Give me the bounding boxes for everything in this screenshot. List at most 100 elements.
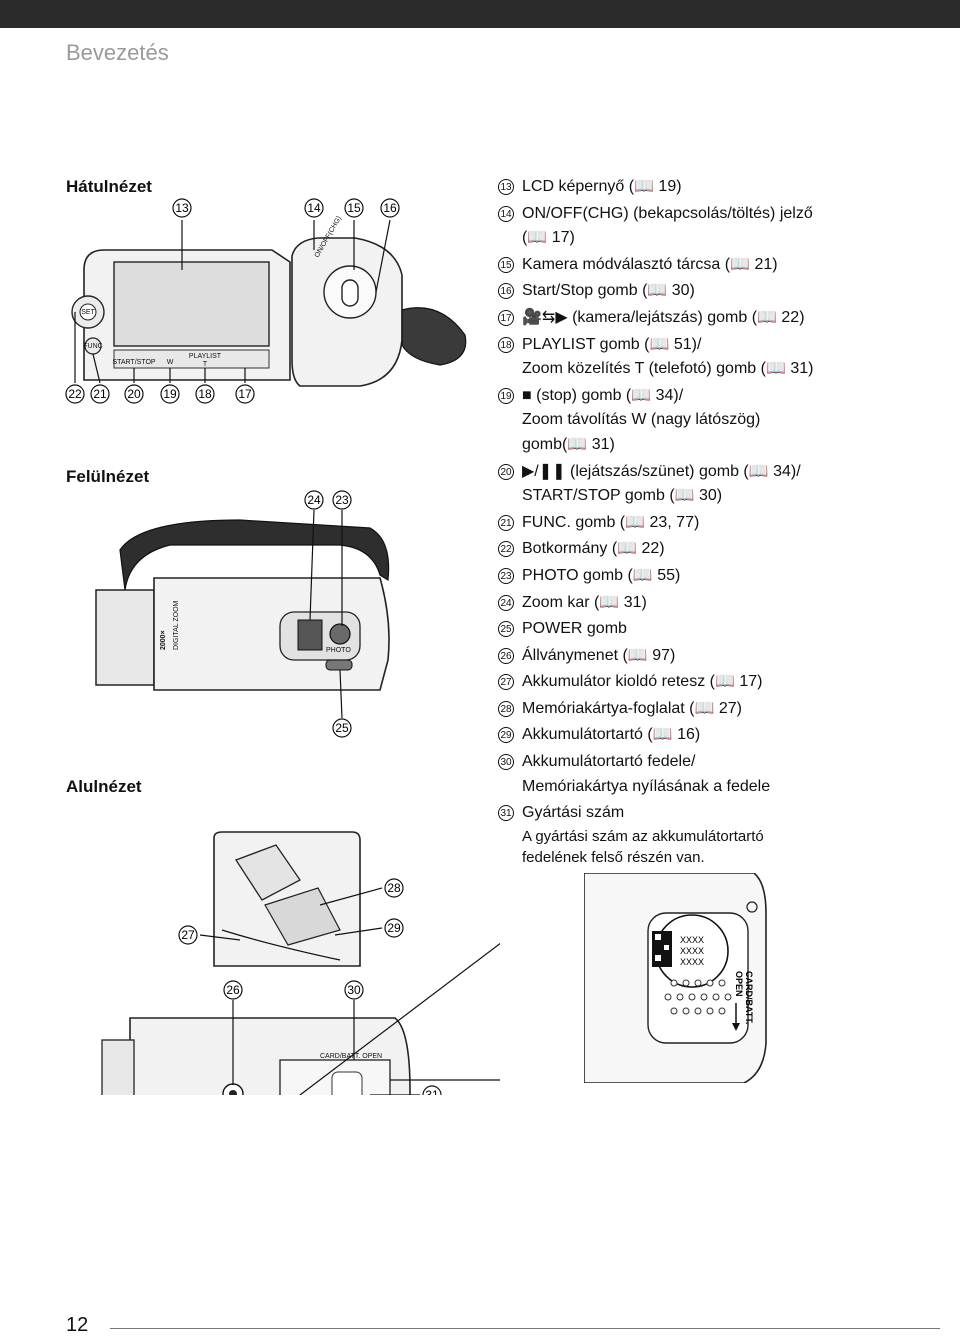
photo-button — [329, 623, 351, 645]
svg-text:22: 22 — [68, 387, 82, 401]
item-text: Gyártási szám — [522, 804, 625, 822]
parts-list-item: 17 🎥⇆▶ (kamera/lejátszás) gomb (📖 22) — [498, 306, 938, 331]
section-title: Bevezetés — [66, 40, 169, 65]
top-strap — [119, 519, 390, 591]
svg-text:24: 24 — [307, 493, 321, 507]
svg-text:23: 23 — [335, 493, 349, 507]
w-label: W — [167, 359, 174, 366]
serial-line-1: XXXX — [680, 935, 704, 945]
parts-list-item: 22 Botkormány (📖 22) — [498, 537, 938, 562]
item-text: PLAYLIST gomb (📖 51)/ — [522, 335, 702, 353]
hand-strap — [401, 307, 467, 366]
func-label: FUNC — [83, 343, 102, 350]
item-number: 20 — [498, 463, 514, 480]
parts-list-item: 19■ (stop) gomb (📖 34)/Zoom távolítás W … — [498, 384, 938, 458]
callout-26: 26 — [223, 980, 243, 1000]
callout-29: 29 — [384, 918, 404, 938]
t-label: T — [203, 361, 208, 368]
callout-25: 25 — [332, 718, 352, 738]
serial-line-2: XXXX — [680, 946, 704, 956]
start-stop-label: START/STOP — [112, 359, 156, 366]
callout-13: 13 — [172, 198, 192, 218]
page-number: 12 — [66, 1314, 89, 1336]
svg-text:21: 21 — [93, 387, 107, 401]
item-number: 15 — [498, 256, 514, 273]
callout-20: 20 — [124, 384, 144, 404]
item-number: 23 — [498, 567, 514, 584]
bottom-view-label: Alulnézet — [66, 777, 142, 796]
top-bar — [0, 0, 960, 28]
compartment-drawing — [213, 831, 361, 967]
item-text: ON/OFF(CHG) (bekapcsolás/töltés) jelző — [522, 204, 813, 222]
power-button — [325, 659, 353, 671]
callout-14: 14 — [304, 198, 324, 218]
serial-number-detail: XXXX XXXX XXXX CARD/BATT. OPEN — [584, 873, 776, 1083]
callout-23: 23 — [332, 490, 352, 510]
compartment-lid — [235, 844, 301, 901]
item-note: fedelének felső részén van. — [522, 848, 705, 866]
item-number: 22 — [498, 541, 514, 558]
set-label: SET — [81, 309, 95, 316]
item-text: Akkumulátortartó fedele/ — [522, 753, 696, 771]
callout-18: 18 — [195, 384, 215, 404]
parts-list-item: 30 Akkumulátortartó fedele/Memóriakártya … — [498, 750, 938, 799]
rear-view-drawing: SET FUNC START/STOP W PLAYLIST T ON/OFF(… — [71, 215, 467, 387]
open-label: OPEN — [734, 971, 744, 997]
svg-text:17: 17 — [238, 387, 252, 401]
svg-text:30: 30 — [347, 983, 361, 997]
callout-17: 17 — [235, 384, 255, 404]
photo-label: PHOTO — [326, 647, 351, 654]
camcorder-illustration: .c{fill:#fff;stroke:#111;stroke-width:1.… — [65, 198, 500, 1095]
svg-text:19: 19 — [163, 387, 177, 401]
svg-text:20: 20 — [127, 387, 141, 401]
item-text: Akkumulátor kioldó retesz (📖 17) — [522, 673, 763, 691]
item-number: 31 — [498, 805, 514, 822]
item-text: ▶/❚❚ (lejátszás/szünet) gomb (📖 34)/ — [522, 462, 801, 480]
svg-text:27: 27 — [181, 928, 195, 942]
serial-line-3: XXXX — [680, 957, 704, 967]
item-number: 14 — [498, 205, 514, 222]
item-number: 30 — [498, 754, 514, 771]
item-number: 28 — [498, 700, 514, 717]
callout-27: 27 — [178, 925, 198, 945]
lens-hood — [95, 589, 155, 686]
item-text: 🎥⇆▶ (kamera/lejátszás) gomb (📖 22) — [522, 308, 805, 326]
callout-31: 31 — [422, 1085, 442, 1095]
svg-text:13: 13 — [175, 201, 189, 215]
item-number: 24 — [498, 594, 514, 611]
callout-28: 28 — [384, 878, 404, 898]
digital-zoom-label: DIGITAL ZOOM — [173, 600, 180, 650]
item-text: ■ (stop) gomb (📖 34)/ — [522, 386, 684, 404]
footer-rule — [110, 1328, 940, 1329]
svg-text:25: 25 — [335, 721, 349, 735]
callout-16: 16 — [380, 198, 400, 218]
bottom-view-drawing: CARD/BATT. OPEN — [101, 1017, 411, 1095]
item-number: 27 — [498, 674, 514, 691]
item-text: Zoom kar (📖 31) — [522, 593, 647, 611]
parts-list-item: 27 Akkumulátor kioldó retesz (📖 17) — [498, 670, 938, 695]
callout-19: 19 — [160, 384, 180, 404]
item-number: 16 — [498, 283, 514, 300]
rear-view-label: Hátulnézet — [66, 177, 152, 196]
item-number: 19 — [498, 387, 514, 404]
item-number: 17 — [498, 309, 514, 326]
parts-list-item: 24 Zoom kar (📖 31) — [498, 591, 938, 616]
svg-text:14: 14 — [307, 201, 321, 215]
svg-text:29: 29 — [387, 921, 401, 935]
item-text: Botkormány (📖 22) — [522, 540, 665, 558]
parts-list-item: 14 ON/OFF(CHG) (bekapcsolás/töltés) jelző… — [498, 202, 938, 251]
callout-22: 22 — [65, 384, 85, 404]
item-number: 18 — [498, 336, 514, 353]
playlist-label: PLAYLIST — [189, 353, 222, 360]
callout-30: 30 — [344, 980, 364, 1000]
item-text: Memóriakártya nyílásának a fedele — [522, 777, 771, 795]
